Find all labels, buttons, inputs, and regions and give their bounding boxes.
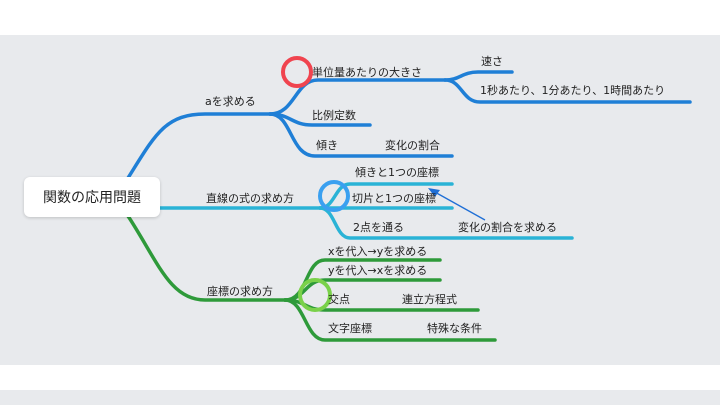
annotation-arrow-line — [432, 190, 486, 221]
node-find-coordinates[interactable]: 座標の求め方 — [207, 285, 273, 298]
node-unit-rate[interactable]: 単位量あたりの大きさ — [312, 66, 422, 79]
connector-root-a — [126, 112, 272, 180]
annotation-arrowhead — [428, 188, 440, 197]
connector-per-time — [443, 78, 692, 104]
node-special-conditions[interactable]: 特殊な条件 — [427, 322, 482, 335]
node-substitute-y[interactable]: yを代入→xを求める — [328, 264, 428, 277]
connector-slope — [268, 112, 454, 158]
highlight-circle-red — [281, 56, 313, 88]
highlight-circle-green — [298, 278, 332, 312]
node-rate-of-change[interactable]: 変化の割合 — [385, 139, 440, 152]
highlight-circle-blue — [318, 180, 350, 212]
node-substitute-x[interactable]: xを代入→yを求める — [328, 245, 428, 258]
connector-speed — [443, 70, 514, 82]
branch-a-lines — [126, 70, 692, 180]
connector-unit-rate — [268, 78, 447, 116]
node-speed[interactable]: 速さ — [481, 55, 503, 68]
node-literal-coordinates[interactable]: 文字座標 — [328, 322, 372, 335]
node-proportional-constant[interactable]: 比例定数 — [312, 109, 356, 122]
node-intercept-and-point[interactable]: 切片と1つの座標 — [352, 192, 436, 205]
root-node[interactable]: 関数の応用問題 — [24, 177, 160, 217]
node-two-points[interactable]: 2点を通る — [353, 221, 404, 234]
node-intersection[interactable]: 交点 — [328, 293, 350, 306]
node-per-time[interactable]: 1秒あたり、1分あたり、1時間あたり — [480, 84, 666, 97]
node-line-equation[interactable]: 直線の式の求め方 — [206, 192, 294, 205]
node-simultaneous-equations[interactable]: 連立方程式 — [402, 293, 457, 306]
connector-root-coord — [126, 214, 287, 302]
node-find-a[interactable]: aを求める — [205, 95, 256, 108]
connector-literal-coord — [283, 298, 497, 342]
node-find-rate-of-change[interactable]: 変化の割合を求める — [458, 221, 557, 234]
footer-band — [0, 390, 720, 405]
node-slope[interactable]: 傾き — [316, 139, 338, 152]
connector-two-points — [318, 206, 574, 240]
node-slope-and-point[interactable]: 傾きと1つの座標 — [355, 166, 439, 179]
